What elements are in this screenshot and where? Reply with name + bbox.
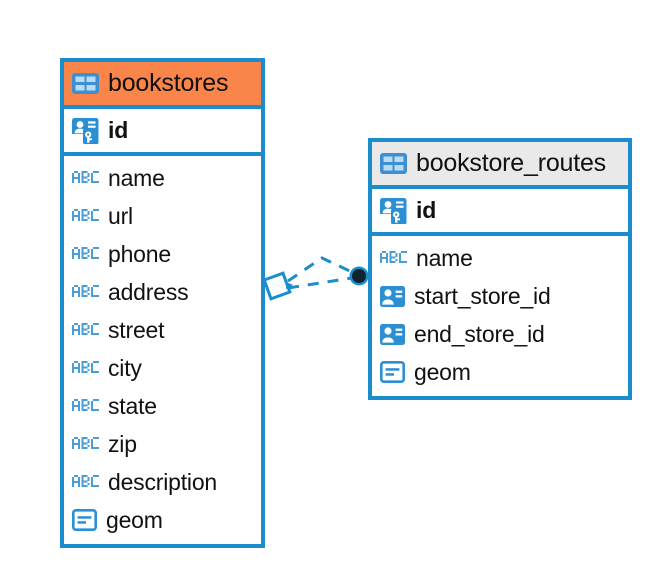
field-row-city[interactable]: city — [64, 349, 261, 387]
field-label: zip — [108, 430, 137, 457]
field-row-address[interactable]: address — [64, 273, 261, 311]
field-row-phone[interactable]: phone — [64, 235, 261, 273]
table-grid-icon — [380, 153, 407, 174]
relationship-line-lower — [287, 276, 353, 290]
field-label: id — [108, 117, 129, 143]
field-label: geom — [414, 358, 471, 385]
entity-table-bookstore-routes[interactable]: bookstore_routes — [368, 138, 632, 400]
field-label: url — [108, 202, 133, 229]
field-row-geom[interactable]: geom — [372, 353, 628, 391]
primary-key-icon — [72, 117, 99, 144]
field-label: end_store_id — [414, 320, 545, 347]
entity-title: bookstore_routes — [416, 149, 606, 177]
field-row-street[interactable]: street — [64, 311, 261, 349]
field-label: name — [416, 244, 473, 271]
field-label: start_store_id — [414, 282, 551, 309]
fields-section: name u — [64, 156, 261, 543]
primary-key-section: id — [372, 189, 628, 236]
abc-text-icon — [72, 475, 99, 489]
field-label: state — [108, 392, 157, 419]
primary-key-icon — [380, 197, 407, 224]
field-row-zip[interactable]: zip — [64, 425, 261, 463]
field-row-geom[interactable]: geom — [64, 501, 261, 539]
geometry-icon — [379, 360, 405, 383]
field-row-url[interactable]: url — [64, 197, 261, 235]
primary-key-section: id — [64, 109, 261, 156]
foreign-key-icon — [380, 285, 405, 307]
abc-text-icon — [72, 171, 99, 185]
fields-section: name start_store_id — [372, 236, 628, 395]
field-label: description — [108, 468, 218, 495]
field-row-id[interactable]: id — [64, 109, 261, 152]
table-grid-icon — [72, 73, 99, 94]
abc-text-icon — [380, 251, 407, 265]
field-row-name[interactable]: name — [372, 239, 628, 277]
field-row-state[interactable]: state — [64, 387, 261, 425]
abc-text-icon — [72, 209, 99, 223]
field-row-description[interactable]: description — [64, 463, 261, 501]
field-label: geom — [106, 506, 163, 533]
relationship-circle-marker[interactable] — [349, 266, 369, 286]
relationship-line-upper — [287, 256, 355, 283]
field-label: phone — [108, 240, 171, 267]
abc-text-icon — [72, 437, 99, 451]
field-label: name — [108, 164, 165, 191]
entity-table-bookstores[interactable]: bookstores — [60, 58, 265, 548]
geometry-icon — [71, 508, 97, 531]
field-label: street — [108, 316, 165, 343]
field-label: id — [416, 197, 437, 223]
abc-text-icon — [72, 247, 99, 261]
entity-header-bookstores[interactable]: bookstores — [64, 62, 261, 109]
field-label: city — [108, 354, 142, 381]
foreign-key-icon — [380, 323, 405, 345]
abc-text-icon — [72, 323, 99, 337]
field-label: address — [108, 278, 189, 305]
field-row-id[interactable]: id — [372, 189, 628, 232]
field-row-end-store-id[interactable]: end_store_id — [372, 315, 628, 353]
abc-text-icon — [72, 361, 99, 375]
relationship-diamond-marker[interactable] — [262, 271, 293, 301]
abc-text-icon — [72, 285, 99, 299]
field-row-name[interactable]: name — [64, 159, 261, 197]
entity-header-bookstore-routes[interactable]: bookstore_routes — [372, 142, 628, 189]
abc-text-icon — [72, 399, 99, 413]
field-row-start-store-id[interactable]: start_store_id — [372, 277, 628, 315]
entity-title: bookstores — [108, 69, 229, 97]
